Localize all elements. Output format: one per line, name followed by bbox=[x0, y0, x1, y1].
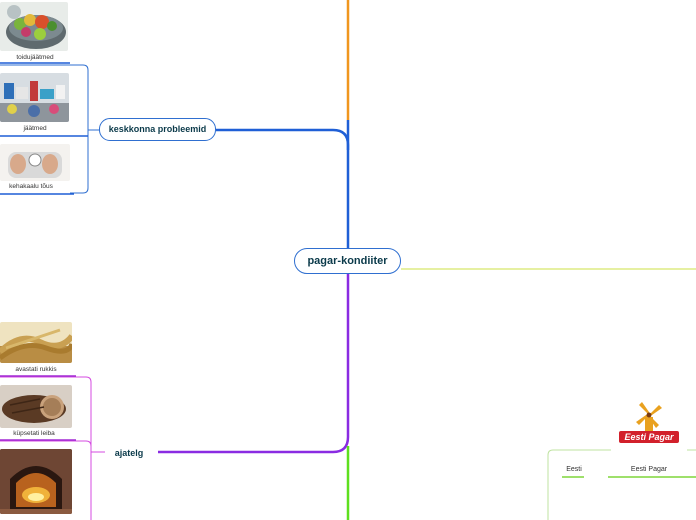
topic-timeline[interactable]: ajatelg bbox=[107, 446, 151, 460]
brick-oven-image bbox=[0, 449, 72, 514]
connector-estonia bbox=[548, 450, 696, 520]
topic-environment[interactable]: keskkonna probleemid bbox=[99, 118, 216, 141]
caption-food-waste: toidujäätmed bbox=[0, 54, 70, 61]
food-waste-image bbox=[0, 2, 68, 51]
eesti-pagar-logo: Eesti Pagar bbox=[611, 395, 687, 453]
connector-environment bbox=[216, 130, 348, 248]
waste-image bbox=[0, 73, 69, 122]
logo-text: Eesti Pagar bbox=[619, 431, 679, 443]
caption-bread-baked: küpsetati leiba bbox=[0, 430, 68, 437]
bread-loaf-image bbox=[0, 385, 72, 428]
caption-waste: jäätmed bbox=[0, 125, 70, 132]
caption-rye-discovered: avastati rukkis bbox=[0, 366, 72, 373]
connector-timeline bbox=[158, 274, 348, 452]
caption-eesti-pagar: Eesti Pagar bbox=[626, 466, 672, 473]
caption-weight-gain: kehakaalu tõus bbox=[0, 183, 62, 190]
topic-estonia[interactable]: Eesti bbox=[564, 466, 584, 473]
rye-field-image bbox=[0, 322, 72, 363]
central-topic[interactable]: pagar-kondiiter bbox=[294, 248, 401, 274]
scale-weight-image bbox=[0, 144, 70, 181]
